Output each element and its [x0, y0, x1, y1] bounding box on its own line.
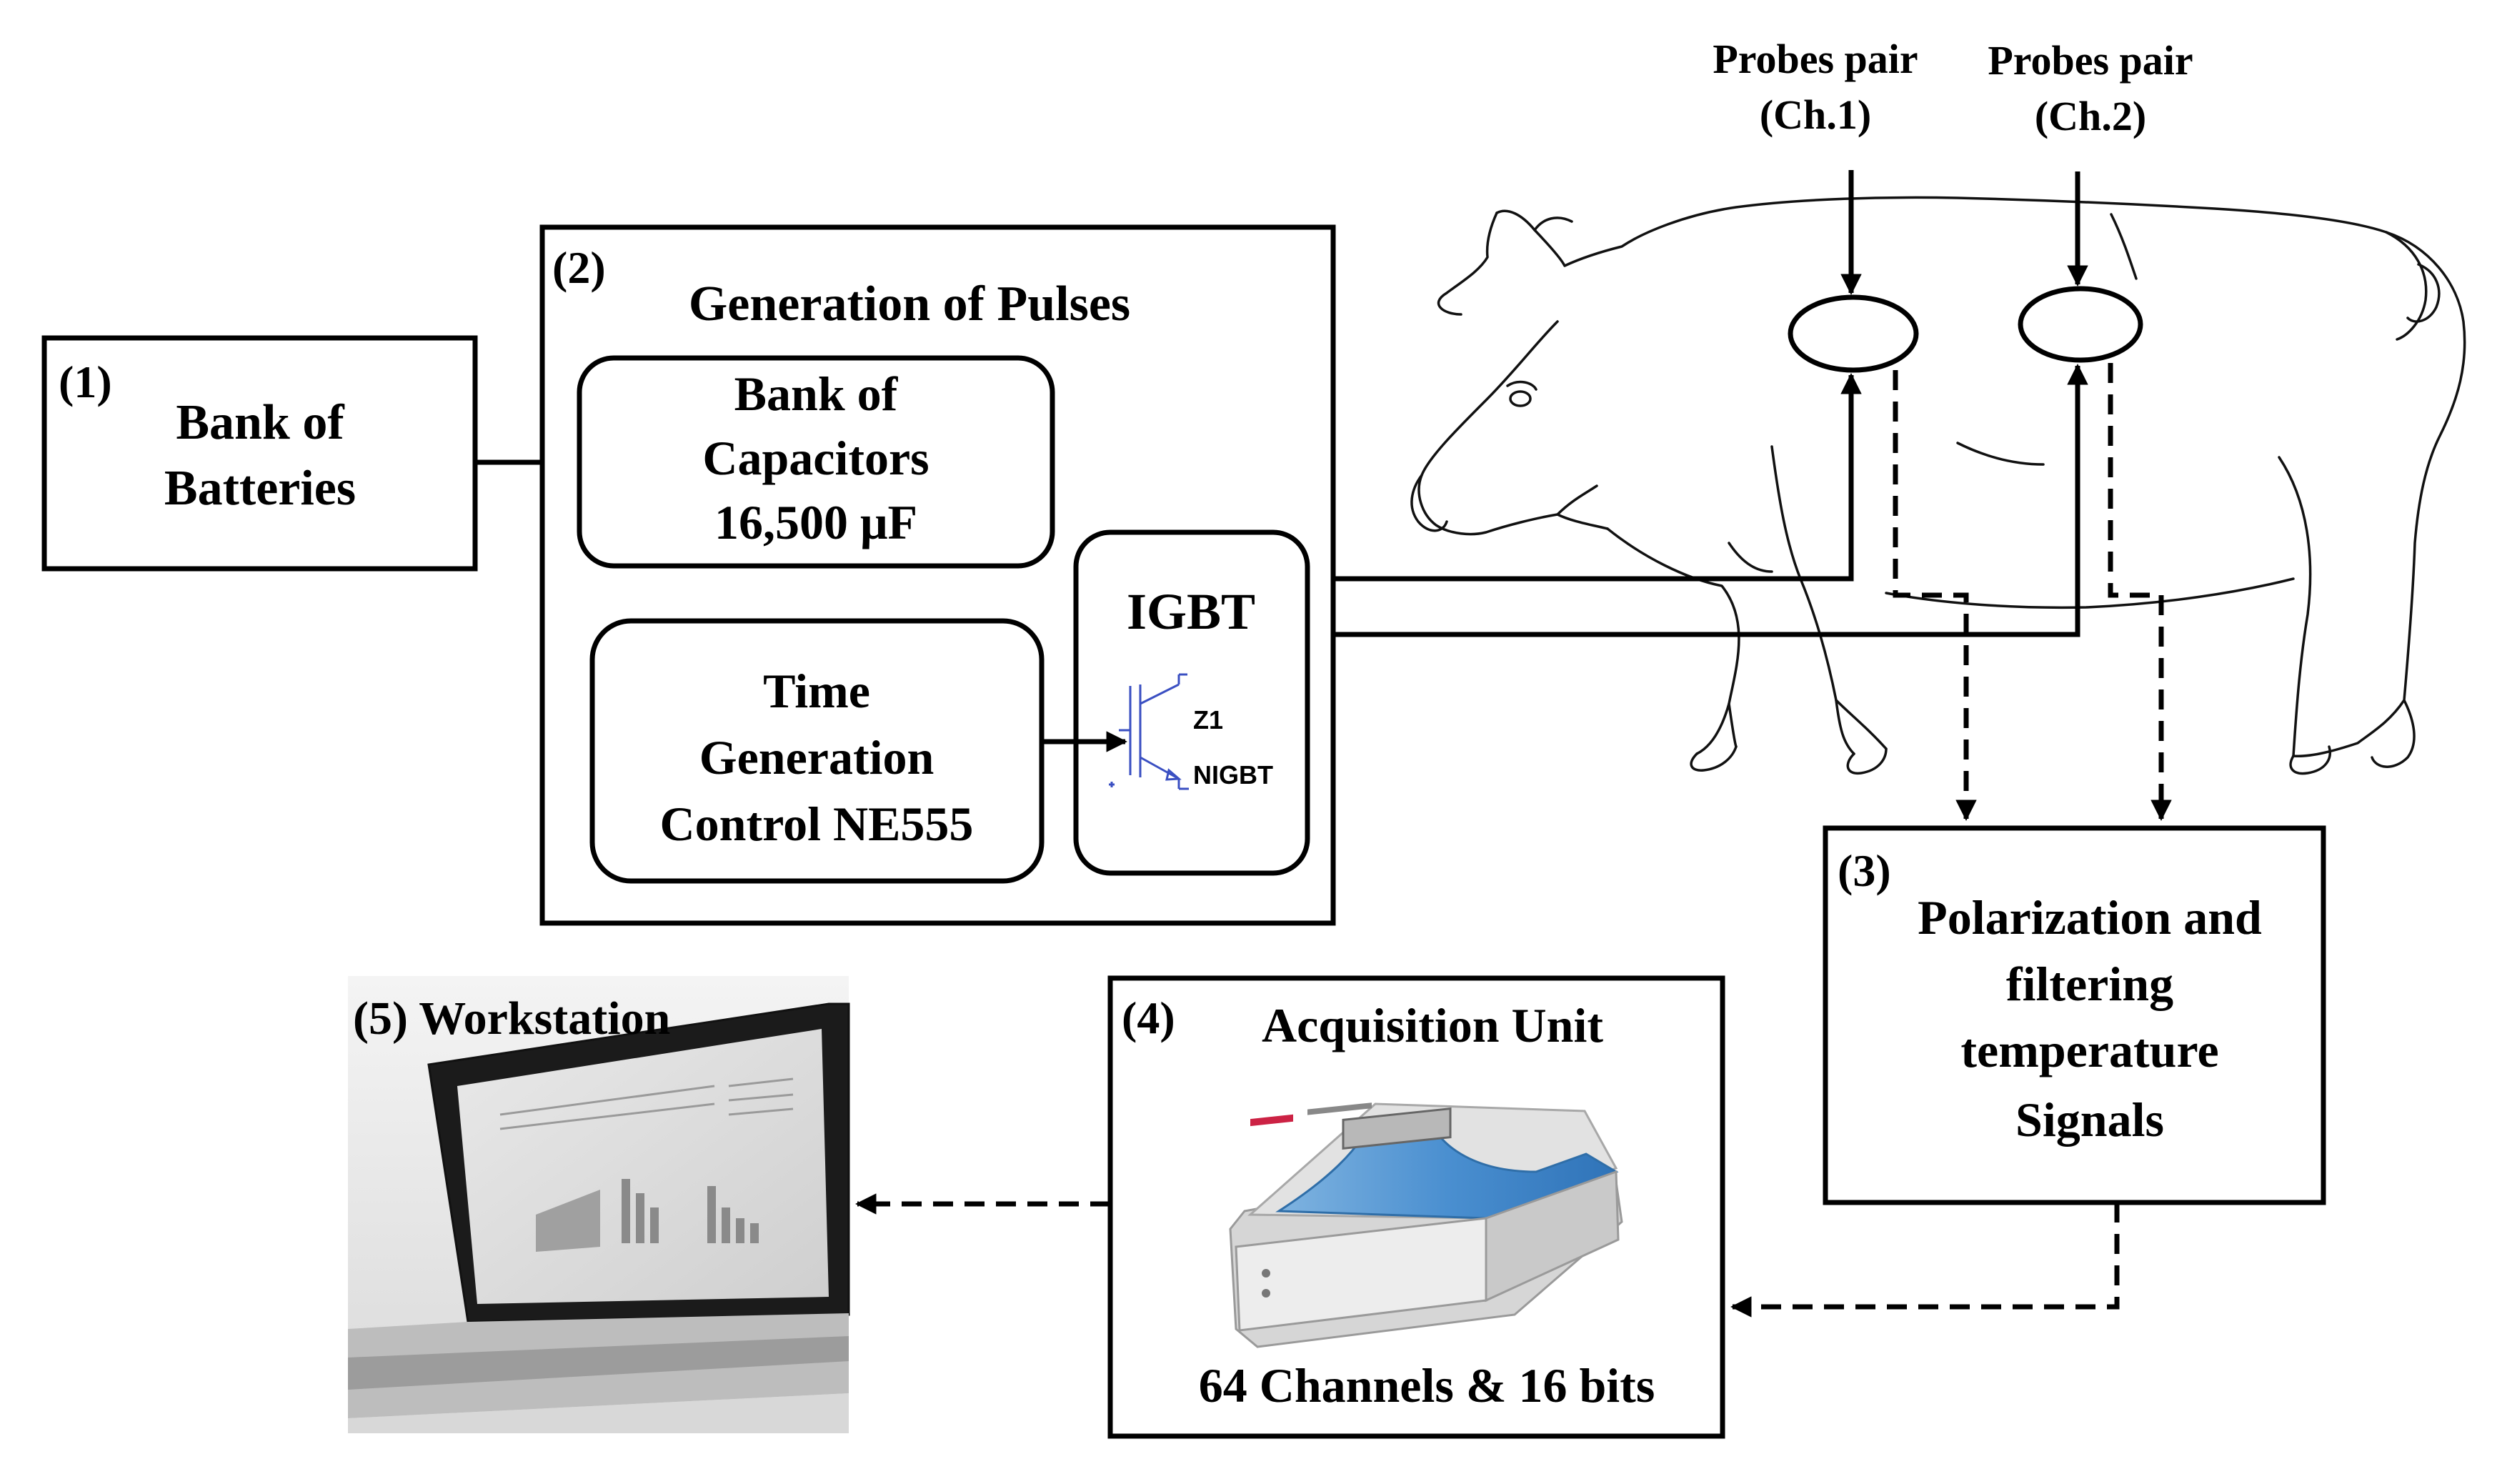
block-generation-of-pulses: (2) Generation of Pulses Bank of Capacit… [539, 224, 1336, 926]
block3-line2: filtering [2006, 957, 2173, 1011]
signal-ch2-to-block3 [2108, 363, 2172, 821]
block3-number: (3) [1838, 845, 1891, 896]
block2-number: (2) [552, 242, 606, 293]
probe-label-ch1: Probes pair (Ch.1) [1713, 36, 1918, 138]
probe-ch2-line2: (Ch.2) [2035, 93, 2146, 139]
block4-title: Acquisition Unit [1262, 998, 1603, 1052]
capacitors-line2: Capacitors [702, 431, 929, 485]
probe-ch2-line1: Probes pair [1988, 37, 2193, 84]
block1-label-line1: Bank of [176, 395, 344, 450]
wire-igbt-to-ch1 [1333, 373, 1862, 582]
block-acquisition-unit: (4) Acquisition Unit 64 Channels & 16 bi… [1107, 975, 1725, 1439]
igbt-ref: Z1 [1193, 705, 1223, 734]
igbt-box: IGBT Z1 NIGBT [1073, 529, 1310, 876]
daq-device-icon [1229, 1102, 1623, 1348]
probe-ch1-line1: Probes pair [1713, 36, 1918, 82]
pig-illustration [1410, 196, 2466, 775]
block3-line3: temperature [1960, 1023, 2218, 1077]
block2-title: Generation of Pulses [689, 277, 1130, 332]
capacitor-bank-box: Bank of Capacitors 16,500 μF [577, 355, 1055, 569]
wire-igbt-to-ch2 [1333, 364, 2088, 637]
block5-label: (5) Workstation [353, 992, 670, 1045]
igbt-part: NIGBT [1193, 760, 1273, 790]
block3-line4: Signals [2015, 1092, 2164, 1147]
probe-ring-ch2 [2018, 286, 2143, 363]
block-polarization-filtering: (3) Polarization and filtering temperatu… [1823, 825, 2326, 1205]
block-bank-of-batteries: (1) Bank of Batteries [41, 335, 478, 572]
time-generation-control-box: Time Generation Control NE555 [589, 618, 1045, 884]
workstation-photo: (5) Workstation [348, 976, 850, 1433]
block4-number: (4) [1122, 992, 1175, 1043]
capacitors-line3: 16,500 μF [714, 495, 917, 549]
signal-block3-to-block4 [1730, 1202, 2120, 1318]
block1-label-line2: Batteries [164, 461, 356, 516]
timer-line3: Control NE555 [660, 797, 974, 851]
igbt-title: IGBT [1127, 583, 1255, 640]
igbt-symbol-icon [1109, 673, 1189, 790]
probe-label-ch2: Probes pair (Ch.2) [1988, 37, 2193, 139]
probe-ch1-line2: (Ch.1) [1760, 91, 1871, 138]
block4-subtitle: 64 Channels & 16 bits [1199, 1358, 1655, 1413]
timer-line1: Time [763, 664, 870, 718]
block1-number: (1) [59, 357, 112, 407]
block3-line1: Polarization and [1918, 890, 2262, 945]
capacitors-line1: Bank of [734, 367, 899, 421]
probe-ring-ch1 [1788, 294, 1919, 373]
signal-ch1-to-block3 [1893, 370, 1977, 821]
timer-line2: Generation [699, 730, 934, 785]
